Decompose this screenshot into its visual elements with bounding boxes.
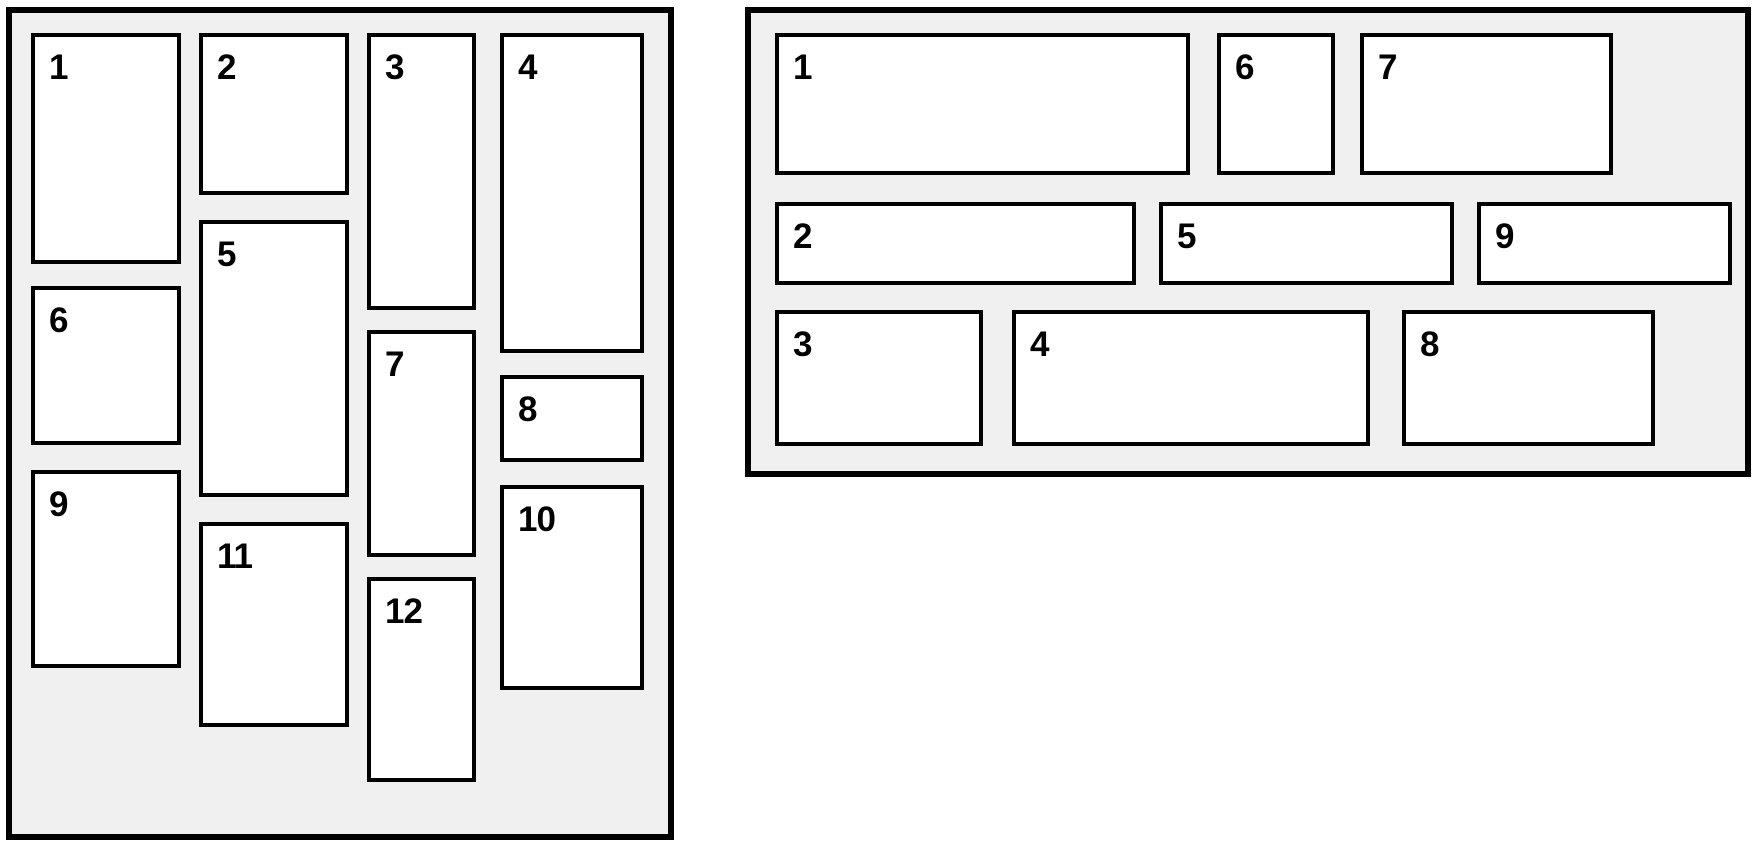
masonry-item: 1 [31,33,181,264]
masonry-item: 5 [1159,202,1454,285]
masonry-item-number: 9 [1495,217,1514,256]
masonry-item: 12 [367,577,476,782]
masonry-item: 4 [1012,310,1370,446]
masonry-item: 8 [500,375,644,462]
masonry-item-number: 3 [385,48,404,87]
masonry-item: 9 [31,470,181,668]
masonry-item-number: 2 [217,48,236,87]
masonry-item-number: 4 [1030,325,1049,364]
masonry-item-number: 4 [518,48,537,87]
masonry-item: 6 [31,286,181,445]
masonry-item-number: 7 [1378,48,1397,87]
masonry-item-number: 1 [49,48,68,87]
masonry-item: 3 [775,310,983,446]
masonry-item-number: 8 [518,390,537,429]
masonry-item-number: 11 [217,537,253,576]
masonry-item-number: 6 [49,301,68,340]
masonry-item: 2 [199,33,349,195]
masonry-item-number: 6 [1235,48,1254,87]
masonry-item: 7 [367,330,476,557]
masonry-item-number: 1 [793,48,812,87]
masonry-item-number: 2 [793,217,812,256]
masonry-item: 7 [1360,33,1613,175]
masonry-item-number: 10 [518,500,556,539]
masonry-item: 1 [775,33,1190,175]
masonry-item: 2 [775,202,1136,285]
masonry-item-number: 5 [217,235,236,274]
masonry-item-number: 7 [385,345,404,384]
masonry-item: 10 [500,485,644,690]
masonry-item-number: 9 [49,485,68,524]
masonry-item-number: 5 [1177,217,1196,256]
masonry-item-number: 12 [385,592,423,631]
masonry-item: 11 [199,522,349,727]
masonry-item: 6 [1217,33,1335,175]
masonry-item: 5 [199,220,349,497]
masonry-item: 8 [1402,310,1655,446]
masonry-item: 4 [500,33,644,353]
masonry-item: 9 [1477,202,1732,285]
masonry-item-number: 3 [793,325,812,364]
masonry-item-number: 8 [1420,325,1439,364]
masonry-item: 3 [367,33,476,310]
